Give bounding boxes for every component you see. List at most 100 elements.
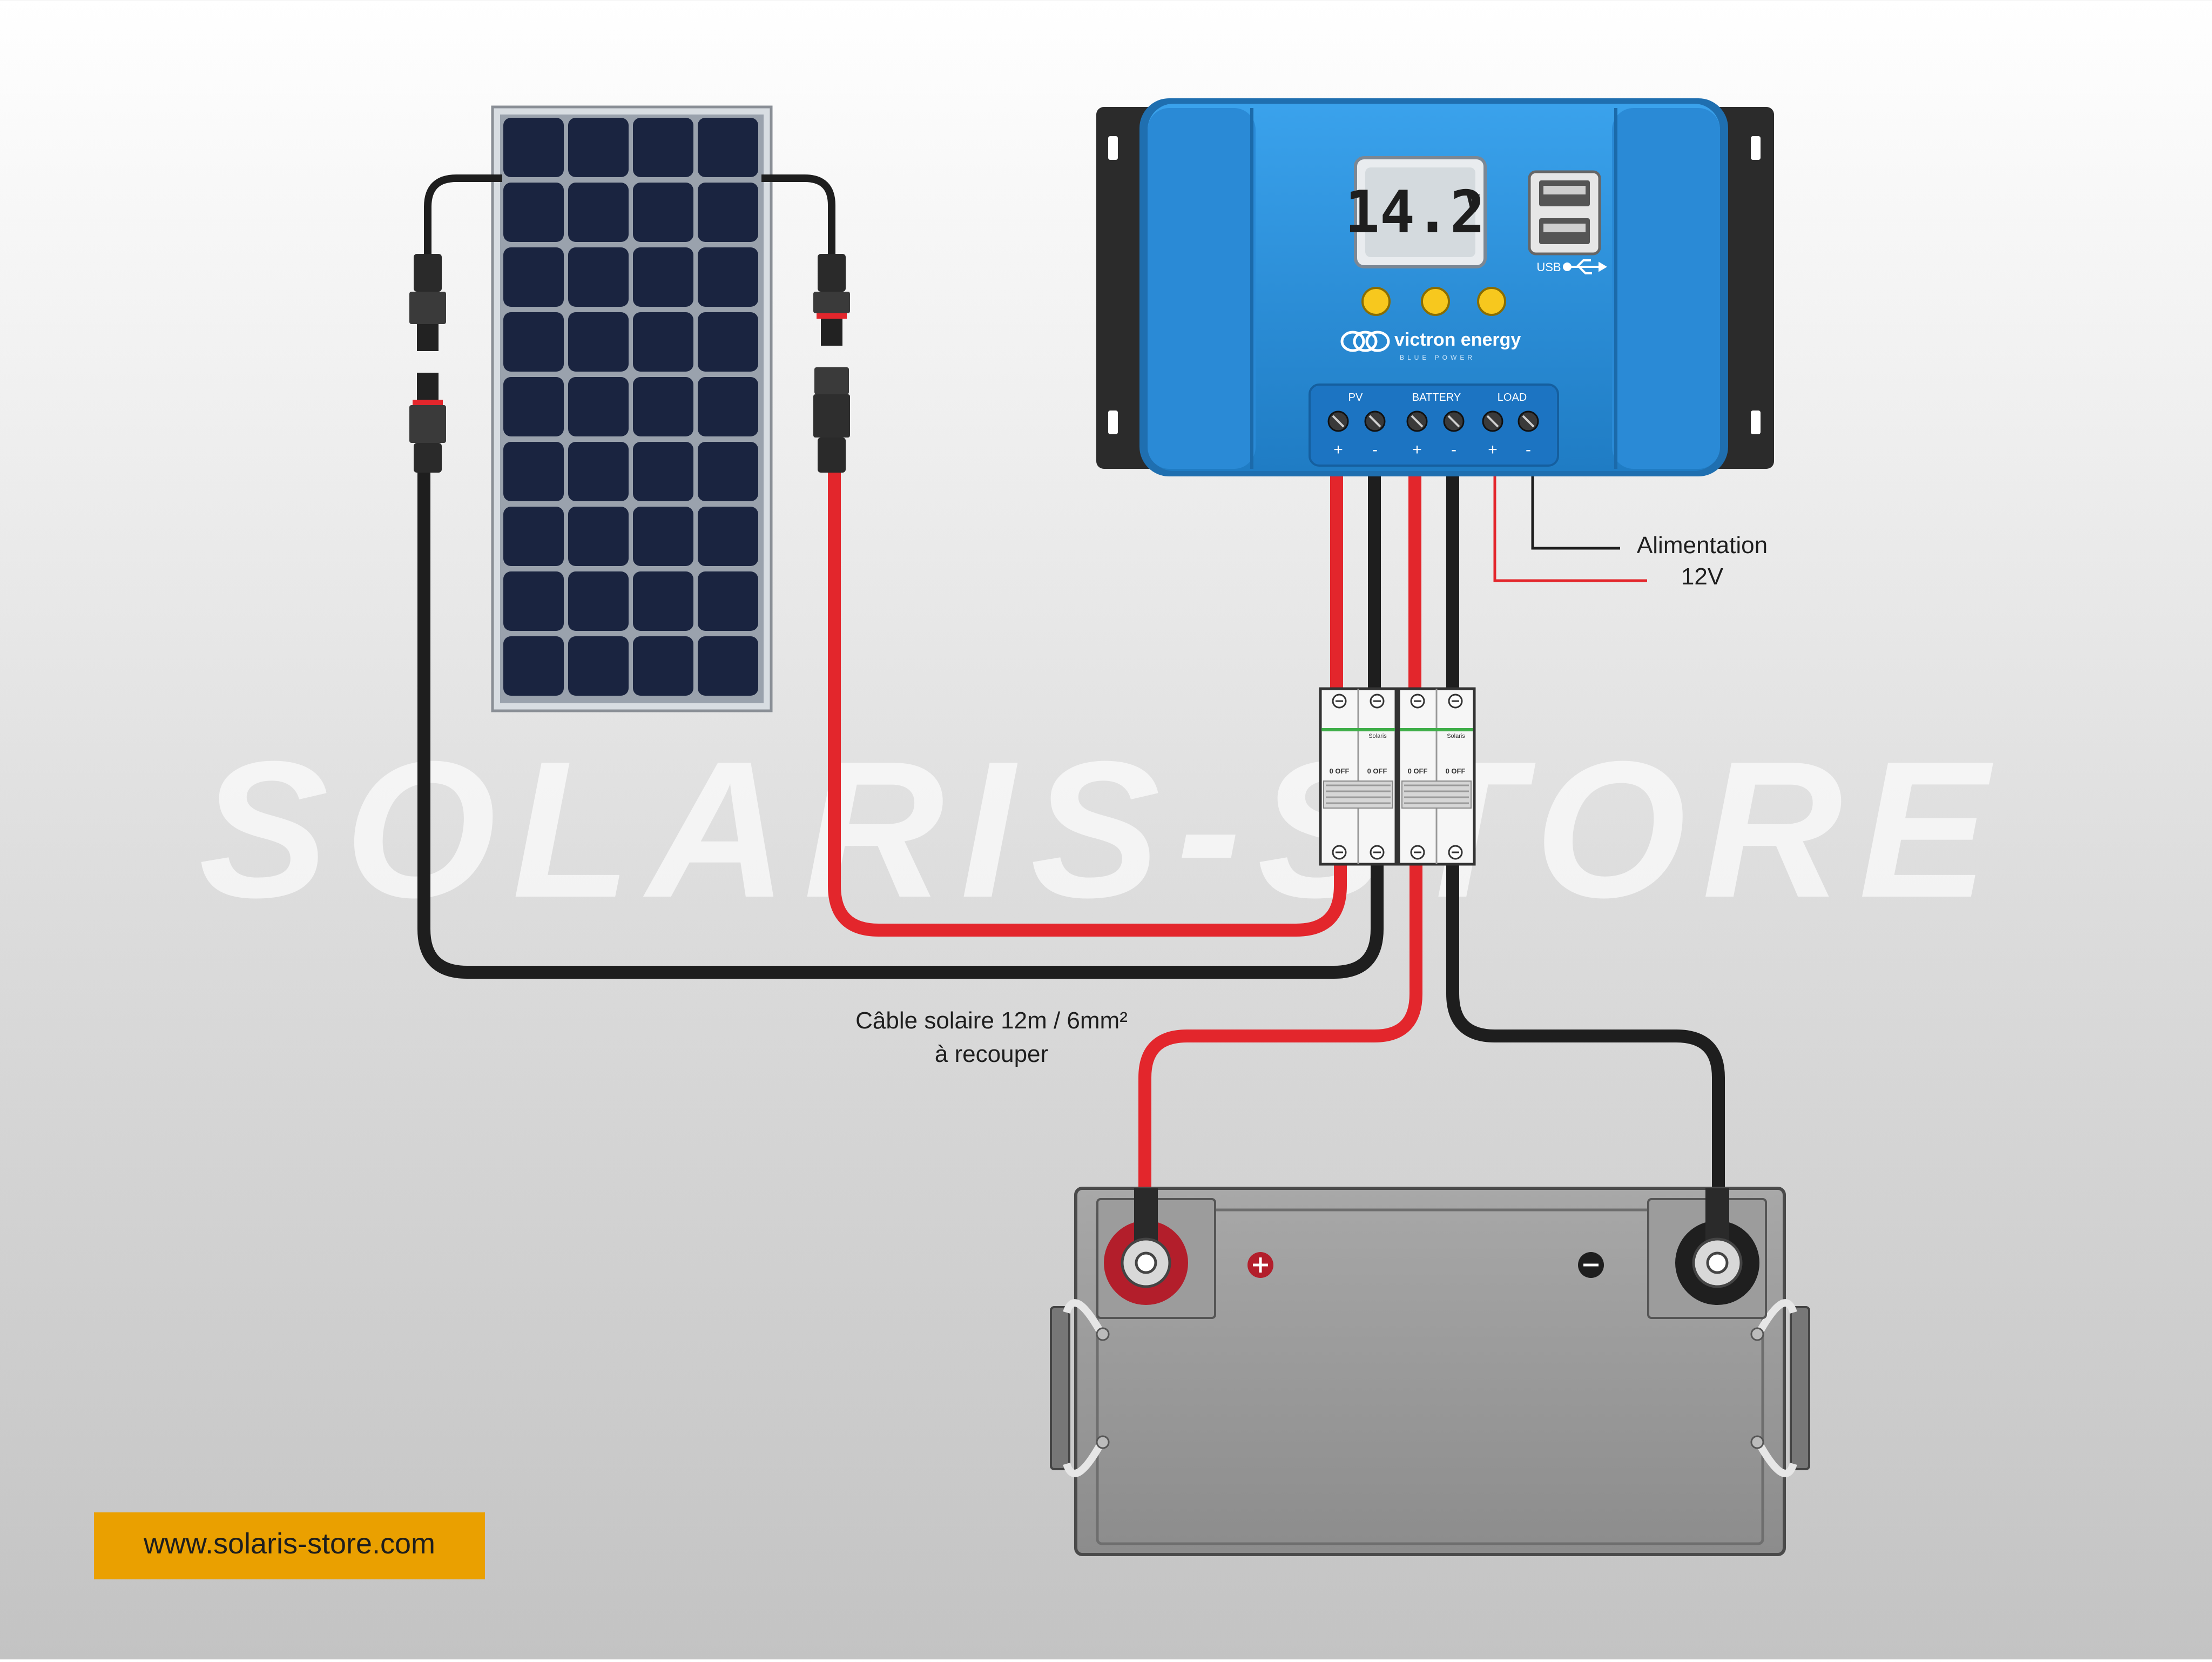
solar-cell xyxy=(503,507,564,566)
solar-cell xyxy=(633,507,693,566)
battery-positive-terminal xyxy=(1104,1188,1188,1305)
screw-slot xyxy=(1332,415,1345,428)
mounting-hole xyxy=(1108,136,1118,160)
mc4-connector-right-top xyxy=(813,254,850,346)
breaker-brand: Solaris xyxy=(1368,733,1387,739)
cable-annotation-line2: à recouper xyxy=(935,1041,1048,1067)
solar-cell xyxy=(698,247,758,307)
breaker-1[interactable]: Solaris 0 OFF 0 OFF xyxy=(1319,687,1398,866)
brand-subtitle: BLUE POWER xyxy=(1400,354,1475,361)
breaker-green-strip xyxy=(1321,728,1395,731)
breaker-brand: Solaris xyxy=(1447,733,1465,739)
solar-cell xyxy=(568,312,629,372)
terminal-polarity-label: - xyxy=(1451,441,1456,459)
battery-negative-wire xyxy=(1446,862,1725,1188)
screw-slot xyxy=(1447,415,1460,428)
load-annotation-line2: 12V xyxy=(1681,563,1724,590)
solar-cell xyxy=(633,312,693,372)
breaker-off-label: 0 OFF xyxy=(1446,767,1466,775)
cable-annotation-line1: Câble solaire 12m / 6mm² xyxy=(855,1007,1128,1034)
solar-cell xyxy=(698,183,758,242)
screw-slot xyxy=(1486,415,1499,428)
battery-handle-right xyxy=(1790,1306,1810,1470)
solar-cell xyxy=(568,247,629,307)
screw-slot xyxy=(1411,415,1424,428)
solar-panel xyxy=(491,105,773,712)
breaker-off-label: 0 OFF xyxy=(1330,767,1350,775)
solar-cell xyxy=(633,442,693,501)
solar-cell xyxy=(568,442,629,501)
solar-cell xyxy=(568,377,629,436)
solar-cell xyxy=(698,377,758,436)
load-negative-wire xyxy=(1531,475,1620,550)
minus-icon xyxy=(1578,1252,1604,1278)
solar-cell xyxy=(503,247,564,307)
battery-handle-left xyxy=(1050,1306,1070,1470)
watermark: SOLARIS-STORE xyxy=(199,721,2005,938)
dc-breakers: Solaris 0 OFF 0 OFF Solaris 0 OFF 0 OFF xyxy=(1319,687,1476,866)
website-badge[interactable]: www.solaris-store.com xyxy=(94,1512,485,1579)
victron-logo-icon xyxy=(1340,331,1390,352)
solar-cell xyxy=(503,442,564,501)
solar-cell xyxy=(633,118,693,177)
solar-cell xyxy=(633,571,693,631)
panel-lead-right xyxy=(761,174,835,254)
terminal-polarity-label: + xyxy=(1488,441,1498,459)
lcd-voltage-value: 14.2 xyxy=(1345,179,1485,246)
solar-cell xyxy=(568,183,629,242)
breaker-green-strip xyxy=(1400,728,1473,731)
terminal-screws: + - + - + - xyxy=(1327,411,1539,459)
mc4-connector-left-top xyxy=(409,254,446,351)
usb-label: USB xyxy=(1536,260,1561,274)
solar-cell xyxy=(568,636,629,696)
pv-negative-wire xyxy=(417,470,1384,979)
usb-icon xyxy=(1563,259,1607,274)
menu-button-3[interactable] xyxy=(1477,287,1506,316)
solar-cell xyxy=(503,377,564,436)
solar-cell xyxy=(698,312,758,372)
breaker-2[interactable]: Solaris 0 OFF 0 OFF xyxy=(1397,687,1476,866)
mounting-hole xyxy=(1751,136,1761,160)
mounting-hole xyxy=(1751,411,1761,434)
solar-cell xyxy=(698,636,758,696)
solar-cell xyxy=(698,442,758,501)
solar-cell xyxy=(568,571,629,631)
mc4-connector-right-bottom xyxy=(813,367,850,473)
solar-cell xyxy=(503,118,564,177)
solar-cell xyxy=(633,183,693,242)
load-positive-wire xyxy=(1493,475,1647,582)
terminal-label-pv: PV xyxy=(1348,392,1363,403)
terminal-polarity-label: - xyxy=(1372,441,1378,459)
terminal-polarity-label: + xyxy=(1412,441,1422,459)
menu-button-1[interactable] xyxy=(1361,287,1391,316)
battery-negative-terminal xyxy=(1675,1188,1759,1305)
battery xyxy=(1050,1187,1810,1556)
mc4-connector-left-bottom xyxy=(409,373,446,473)
brand-name: victron energy xyxy=(1394,329,1521,350)
load-annotation-line1: Alimentation xyxy=(1637,532,1768,559)
solar-cell xyxy=(503,312,564,372)
terminal-label-load: LOAD xyxy=(1498,392,1527,403)
solar-cell xyxy=(503,636,564,696)
website-link[interactable]: www.solaris-store.com xyxy=(143,1528,435,1560)
solar-cell xyxy=(633,636,693,696)
terminal-polarity-label: - xyxy=(1526,441,1531,459)
solar-cell xyxy=(633,247,693,307)
terminal-label-battery: BATTERY xyxy=(1412,392,1461,403)
breaker-off-label: 0 OFF xyxy=(1367,767,1387,775)
charge-controller: 14.2 V USB victron energy BLUE POWER xyxy=(1096,98,1774,476)
solar-cell xyxy=(503,183,564,242)
mounting-hole xyxy=(1108,411,1118,434)
solar-cell xyxy=(633,377,693,436)
panel-lead-left xyxy=(424,174,502,254)
solar-cell xyxy=(568,118,629,177)
pv-positive-wire xyxy=(828,470,1347,937)
battery-positive-wire xyxy=(1138,862,1422,1188)
solar-cell xyxy=(698,118,758,177)
solar-cell xyxy=(698,507,758,566)
solar-cell xyxy=(698,571,758,631)
terminal-polarity-label: + xyxy=(1333,441,1343,459)
breaker-off-label: 0 OFF xyxy=(1408,767,1428,775)
menu-button-2[interactable] xyxy=(1421,287,1450,316)
